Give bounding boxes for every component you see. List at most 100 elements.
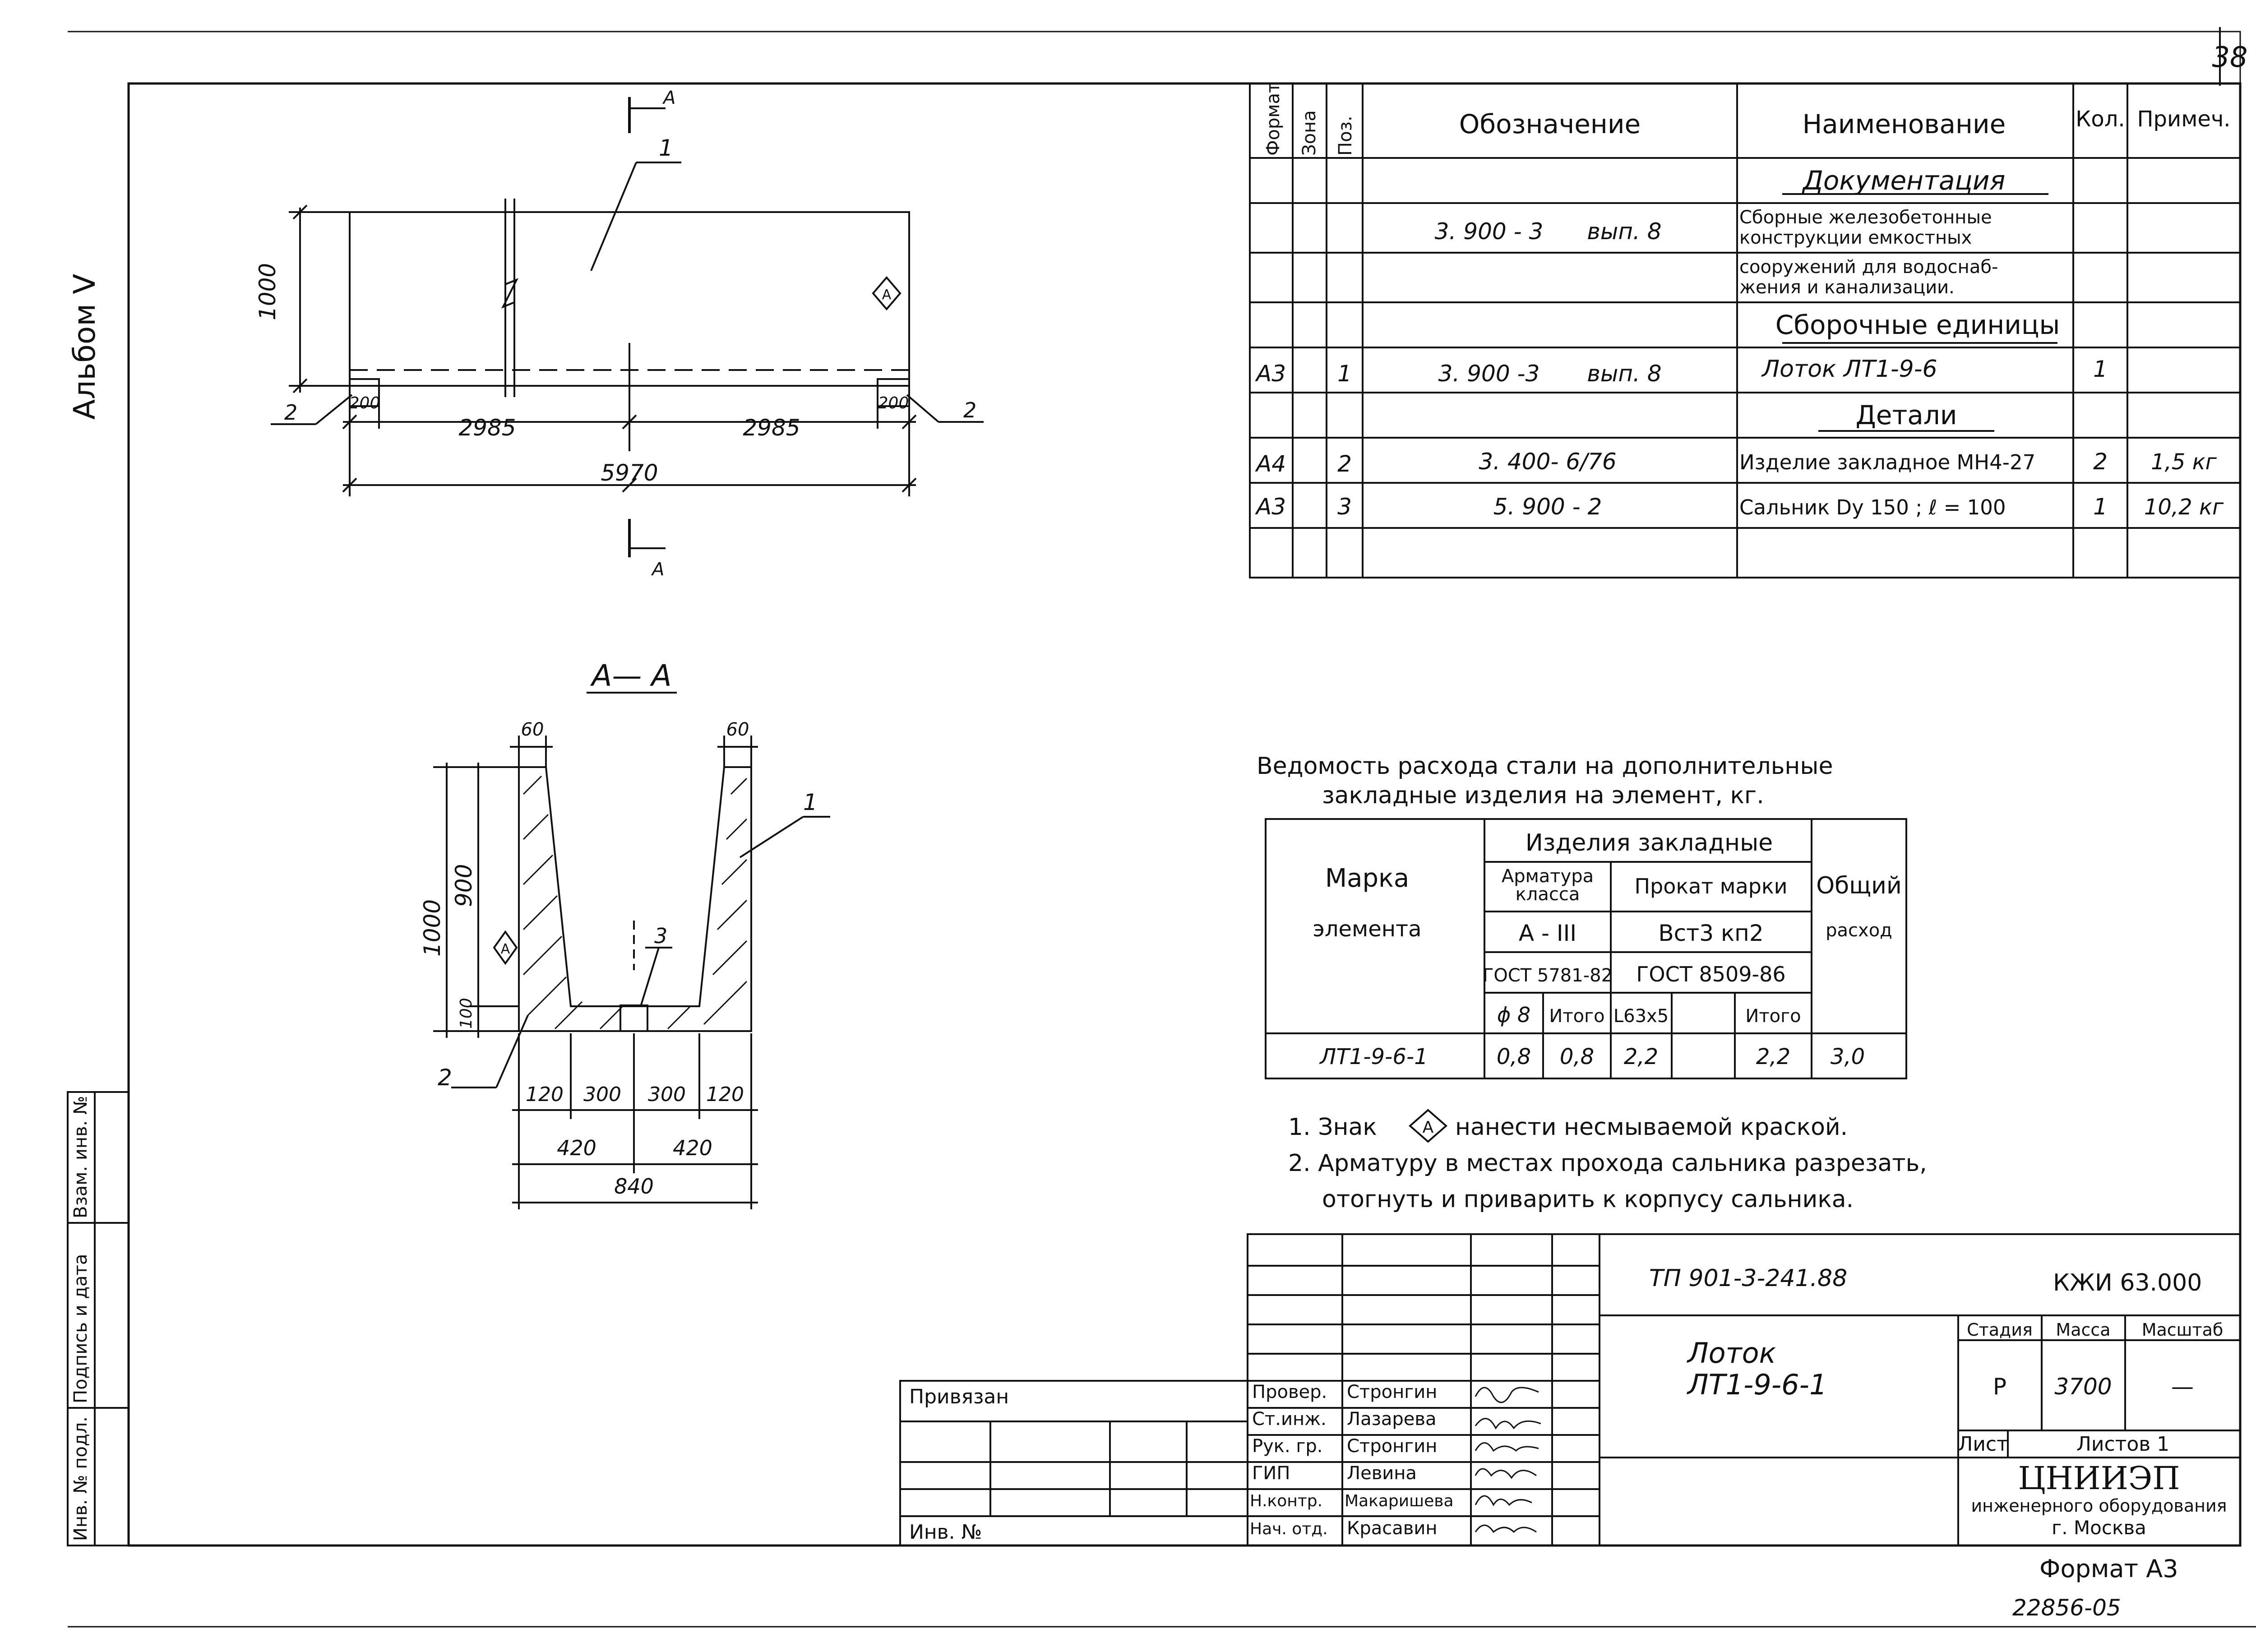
spec-row-1-designation-b: вып. 8: [1587, 361, 1661, 387]
spec-doc-designation-b: вып. 8: [1587, 218, 1661, 245]
plan-height: 1000: [254, 263, 281, 320]
tb-org-3: г. Москва: [2052, 1517, 2146, 1539]
tb-name-3: Стронгин: [1347, 1436, 1437, 1457]
spec-section-details: Детали: [1855, 400, 1957, 430]
tb-roles: Провер. Стронгин Ст.инж. Лазарева Рук. г…: [1250, 1382, 1454, 1539]
steel-table: [1265, 818, 1907, 1079]
spec-doc-name-4: жения и канализации.: [1739, 277, 1955, 298]
plan-right-half: 2985: [743, 415, 800, 441]
section-top-left: 60: [521, 719, 544, 740]
spec-row-1: А3 1 3. 900 -3 вып. 8 Лоток ЛТ1-9-6 1: [1255, 356, 2108, 387]
spec-section-assemblies: Сборочные единицы: [1775, 310, 2060, 340]
tb-name-4: Левина: [1347, 1463, 1417, 1484]
tb-name-6: Красавин: [1347, 1518, 1438, 1539]
plan-pos2-left: 2: [284, 400, 297, 425]
section-mark-top: А: [662, 88, 675, 108]
spec-row-2-format: А4: [1255, 451, 1286, 477]
steel-row-total-b: 2,2: [1756, 1044, 1790, 1069]
side-stamp: [67, 1091, 129, 1546]
tb-role-5: Н.контр.: [1250, 1492, 1322, 1510]
section-half-left: 420: [557, 1136, 596, 1160]
spec-h-zone: Зона: [1299, 110, 1320, 156]
plan-support-right: 200: [878, 394, 909, 412]
steel-row-angle: 2,2: [1624, 1044, 1658, 1069]
sheet-format: Формат А3: [2039, 1555, 2178, 1583]
spec-h-note: Примеч.: [2137, 106, 2230, 132]
spec-section-doc: Документация: [1802, 165, 2006, 196]
spec-row-2-pos: 2: [1337, 451, 1352, 477]
plan-mark-symbol: А: [882, 287, 892, 303]
tb-name-2: Лазарева: [1347, 1409, 1436, 1430]
steel-rolled-grade: Вст3 кп2: [1658, 920, 1763, 946]
note-2-line2: отогнуть и приварить к корпусу сальника.: [1322, 1186, 1854, 1213]
tb-role-1: Провер.: [1252, 1382, 1327, 1402]
steel-phi: ϕ 8: [1497, 1003, 1530, 1027]
steel-row-phi: 0,8: [1497, 1044, 1531, 1069]
spec-doc-name-3: сооружений для водоснаб-: [1739, 257, 1998, 278]
tb-stage: Р: [1993, 1374, 2006, 1400]
spec-row-3-name: Сальник Dу 150 ; ℓ = 100: [1739, 495, 2006, 519]
note-2-line1: 2. Арматуру в местах прохода сальника ра…: [1288, 1150, 1927, 1177]
section-dim-2: 300: [583, 1083, 621, 1106]
steel-total-a: Итого: [1549, 1006, 1604, 1027]
steel-rebar-gost: ГОСТ 5781-82: [1483, 965, 1613, 986]
spec-row-2-note: 1,5 кг: [2151, 449, 2217, 475]
steel-mark-h2: элемента: [1313, 916, 1421, 942]
spec-h-format: Формат: [1263, 83, 1284, 156]
tb-role-4: ГИП: [1252, 1463, 1290, 1484]
spec-row-3-format: А3: [1255, 494, 1286, 520]
note-1-symbol: А: [1423, 1118, 1434, 1137]
tb-name-5: Макаришева: [1345, 1492, 1454, 1510]
tb-inv-no: Инв. №: [909, 1521, 982, 1544]
sheet-frame: [68, 27, 2242, 1547]
section-dim-3: 300: [648, 1083, 686, 1106]
note-1b: нанести несмываемой краской.: [1455, 1114, 1848, 1141]
title-block: [899, 1233, 2241, 1546]
tb-role-3: Рук. гр.: [1252, 1436, 1323, 1457]
steel-title-2: закладные изделия на элемент, кг.: [1322, 782, 1764, 809]
steel-title-1: Ведомость расхода стали на дополнительны…: [1257, 753, 1833, 780]
section-top-right: 60: [726, 719, 749, 740]
spec-h-designation: Обозначение: [1459, 109, 1641, 139]
tb-scale: —: [2171, 1374, 2194, 1400]
spec-row-1-qty: 1: [2093, 356, 2108, 382]
section-mark-symbol: А: [501, 941, 510, 957]
plan-pos2-right: 2: [963, 398, 976, 422]
tb-role-2: Ст.инж.: [1252, 1409, 1327, 1430]
spec-h-name: Наименование: [1803, 109, 2006, 139]
steel-rolled-gost: ГОСТ 8509-86: [1636, 962, 1785, 986]
steel-rebar-class: А - III: [1519, 920, 1576, 946]
tb-sheet-h: Лист: [1958, 1433, 2008, 1456]
tb-role-6: Нач. отд.: [1250, 1520, 1328, 1538]
spec-row-2-name: Изделие закладное МН4-27: [1739, 450, 2035, 474]
stamp-inv-no: Инв. № подл.: [70, 1416, 91, 1541]
section-pos2: 2: [438, 1064, 452, 1091]
plan-total-length: 5970: [601, 460, 658, 486]
tb-project-code: ТП 901-3-241.88: [1649, 1265, 1847, 1292]
tb-mass-h: Масса: [2056, 1320, 2110, 1340]
spec-doc-name-1: Сборные железобетонные: [1739, 207, 1992, 228]
tb-drawing-code: КЖИ 63.000: [2053, 1269, 2202, 1296]
tb-sheets-h: Листов 1: [2076, 1433, 2169, 1456]
section-pos3: 3: [654, 924, 667, 948]
steel-total-h2: расход: [1826, 920, 1892, 941]
tb-name-1: Стронгин: [1347, 1382, 1437, 1402]
spec-row-1-format: А3: [1255, 361, 1286, 387]
spec-row-2: А4 2 3. 400- 6/76 Изделие закладное МН4-…: [1255, 449, 2217, 477]
steel-mark-h1: Марка: [1325, 864, 1409, 893]
section-mark-bottom: А: [651, 559, 664, 580]
note-1a: 1. Знак: [1288, 1114, 1377, 1141]
sheet-number: 38: [2212, 41, 2248, 74]
tb-title-1: Лоток: [1687, 1337, 1776, 1370]
section-half-right: 420: [673, 1136, 712, 1160]
section-dim-1: 120: [526, 1083, 564, 1106]
steel-total-b: Итого: [1745, 1006, 1801, 1027]
steel-row-mark: ЛТ1-9-6-1: [1319, 1044, 1428, 1069]
steel-rolled-h: Прокат марки: [1634, 874, 1787, 898]
steel-total-h1: Общий: [1816, 872, 1902, 899]
stamp-repl-inv: Взам. инв. №: [70, 1096, 91, 1218]
steel-rebar-h2: класса: [1516, 884, 1580, 905]
signatures: [1475, 1387, 1541, 1533]
spec-row-3-designation-a: 5. 900 - 2: [1493, 494, 1602, 520]
